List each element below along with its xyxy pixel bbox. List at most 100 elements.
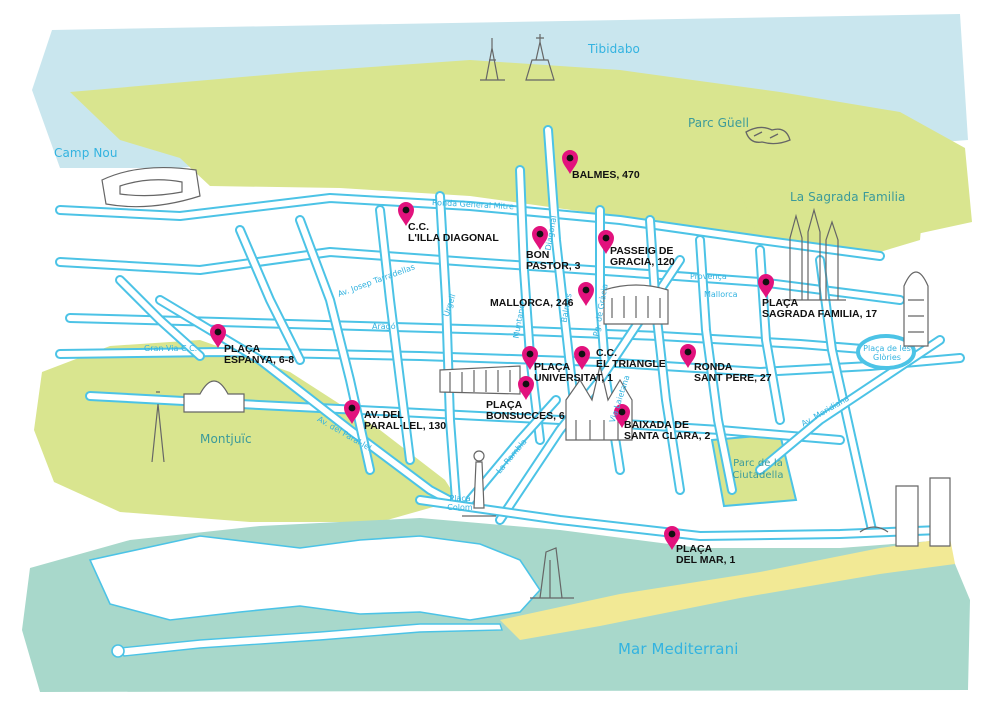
store-label-line: PLAÇA: [534, 361, 571, 373]
pin-balmes-470[interactable]: [562, 150, 578, 174]
pin-marker-icon: [574, 346, 590, 370]
sagrada-green-area: [740, 182, 925, 252]
pin-marker-icon: [562, 150, 578, 174]
street-fill-9: [517, 167, 543, 443]
street-2: [55, 247, 905, 305]
pin-center-icon: [762, 278, 770, 286]
store-label-line: GRACIA, 120: [610, 256, 675, 268]
store-label-line: PASSEIG DE: [610, 245, 674, 257]
pin-center-icon: [582, 286, 590, 294]
tibidabo-landmark: [480, 34, 555, 81]
pin-marker-icon: [614, 404, 630, 428]
camp-nou-landmark: [101, 166, 201, 208]
casa-mila-landmark: [603, 284, 669, 325]
pin-passeig-de-gracia-120[interactable]: [598, 230, 614, 254]
torre-agbar-landmark: [903, 271, 929, 347]
placa-glories-roundabout: [856, 334, 916, 370]
street-fill-1: [57, 195, 883, 259]
store-label-line: PLAÇA: [676, 543, 713, 555]
store-label-line: C.C.: [408, 221, 429, 233]
street-fill-6: [157, 297, 463, 509]
port-breakwater: [118, 623, 503, 657]
montjuic-palace-landmark: [151, 380, 245, 463]
store-pins: [210, 150, 774, 550]
sagrada-familia-label: La Sagrada Familia: [790, 190, 906, 204]
street-fill-20: [647, 217, 683, 493]
pin-marker-icon: [522, 346, 538, 370]
cathedral-landmark: [565, 365, 633, 441]
universitat-landmark: [439, 365, 521, 395]
pin-center-icon: [602, 234, 610, 242]
store-label-line: SANT PERE, 27: [694, 372, 772, 384]
store-label-line: PARAL·LEL, 130: [364, 420, 447, 432]
sagrada-familia-landmark: [782, 207, 846, 301]
pin-ronda-sant-pere-27[interactable]: [680, 344, 696, 368]
store-label-cc-el-triangle[interactable]: C.C.EL TRIANGLE: [596, 348, 666, 370]
store-label-line: AV. DEL: [364, 409, 404, 421]
pin-marker-icon: [578, 282, 594, 306]
pin-marker-icon: [344, 400, 360, 424]
pin-marker-icon: [664, 526, 680, 550]
montjuic-hill: [34, 340, 458, 522]
street-label-mallorca: Mallorca: [704, 290, 738, 299]
pin-center-icon: [522, 380, 530, 388]
pin-placa-sagrada-familia-17[interactable]: [758, 274, 774, 298]
store-label-balmes-470[interactable]: BALMES, 470: [572, 170, 640, 181]
pin-mallorca-246[interactable]: [578, 282, 594, 306]
store-label-line: PASTOR, 3: [526, 260, 581, 272]
street-fill-10: [545, 127, 579, 423]
store-label-line: L'ILLA DIAGONAL: [408, 232, 499, 244]
store-label-line: SANTA CLARA, 2: [624, 430, 711, 442]
street-label-provenca: Provença: [690, 272, 727, 281]
store-label-line: BONSUCCES, 6: [486, 410, 565, 422]
store-label-mallorca-246[interactable]: MALLORCA, 246: [490, 298, 573, 309]
street-label-placa-colom: Plaça Colom: [447, 494, 473, 512]
pin-placa-del-mar-1[interactable]: [664, 526, 680, 550]
store-label-line: PLAÇA: [486, 399, 523, 411]
street-fill-13: [817, 257, 875, 533]
street-fill-8: [437, 193, 459, 503]
pin-center-icon: [684, 348, 692, 356]
pin-baixada-de-santa-clara-2[interactable]: [614, 404, 630, 428]
camp-nou-label: Camp Nou: [54, 146, 118, 160]
pin-marker-icon: [532, 226, 548, 250]
pin-placa-universitat-1[interactable]: [522, 346, 538, 370]
breakwater-end: [111, 644, 125, 658]
pin-cc-lilla-diagonal[interactable]: [398, 202, 414, 226]
colom-monument-landmark: [462, 450, 496, 517]
pin-marker-icon: [518, 376, 534, 400]
pin-center-icon: [402, 206, 410, 214]
street-fill-12: [697, 237, 735, 493]
port-land: [88, 535, 542, 621]
pin-center-icon: [348, 404, 356, 412]
pin-placa-espanya-6-8[interactable]: [210, 324, 226, 348]
pin-marker-icon: [398, 202, 414, 226]
store-label-cc-lilla-diagonal[interactable]: C.C.L'ILLA DIAGONAL: [408, 222, 499, 244]
street-label-placa-glories: Plaça de les Glòries: [863, 344, 911, 362]
store-label-line: UNIVERSITAT, 1: [534, 372, 613, 384]
pin-cc-el-triangle[interactable]: [574, 346, 590, 370]
store-label-line: RONDA: [694, 361, 733, 373]
parc-guell-landmark: [745, 126, 791, 145]
pin-center-icon: [566, 154, 574, 162]
store-label-line: BON: [526, 249, 550, 261]
pin-av-del-parallel-130[interactable]: [344, 400, 360, 424]
pin-bon-pastor-3[interactable]: [532, 226, 548, 250]
pin-center-icon: [214, 328, 222, 336]
tibidabo-label: Tibidabo: [588, 42, 640, 56]
pin-placa-bonsucces-6[interactable]: [518, 376, 534, 400]
street-label-gran-via: Gran Via C.C.: [144, 344, 198, 353]
street-label-arago: Aragó: [372, 322, 396, 331]
store-label-line: BAIXADA DE: [624, 419, 689, 431]
